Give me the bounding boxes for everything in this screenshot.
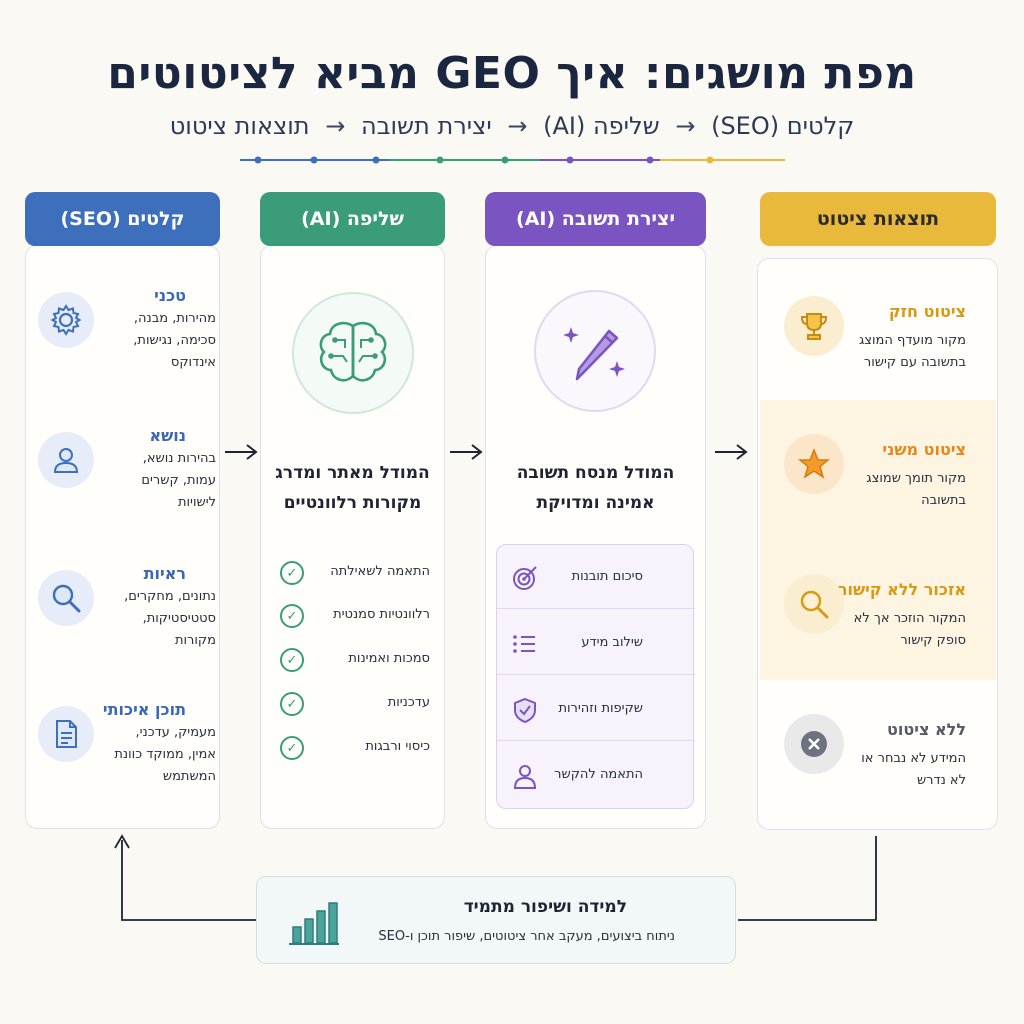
check-label: התאמה לשאילתה <box>330 564 430 579</box>
result-title: ציטוט משני <box>882 440 966 459</box>
generation-items-panel: סיכום תובנות שילוב מידע שקיפות וזהירות ה… <box>496 544 695 809</box>
subtitle-arrow-3: → <box>325 112 346 140</box>
input-item-topic: נושא בהירות נושא, עמות, קשרים לישויות <box>36 426 216 552</box>
star-icon <box>784 434 844 494</box>
check-icon: ✓ <box>280 736 304 760</box>
generation-main-text: המודל מנסח תשובה אמינה ומדויקת <box>487 458 704 518</box>
bar-chart-icon <box>289 902 339 945</box>
result-desc: מקור מועדף המוצג בתשובה עם קישור <box>858 333 966 370</box>
generation-item-label: סיכום תובנות <box>571 569 643 584</box>
generation-item: שילוב מידע <box>497 611 695 675</box>
retrieval-main-text: המודל מאתר ומדרג מקורות רלוונטיים <box>262 458 443 518</box>
check-icon: ✓ <box>280 648 304 672</box>
document-icon <box>38 706 94 762</box>
generation-column-header: יצירת תשובה (AI) <box>485 192 706 246</box>
person-icon <box>38 432 94 488</box>
brain-icon <box>292 292 414 414</box>
check-label: רלוונטיות סמנטית <box>333 607 430 622</box>
subtitle-flow: קלטים (SEO) → שליפה (AI) → יצירת תשובה →… <box>0 112 1024 140</box>
magic-pen-icon <box>534 290 656 412</box>
generation-main-text-line-1: המודל מנסח תשובה <box>516 463 675 483</box>
feedback-desc: ניתוח ביצועים, מעקב אחר ציטוטים, שיפור ת… <box>378 929 675 944</box>
inputs-column-header: קלטים (SEO) <box>25 192 220 246</box>
input-item-desc: מהירות, מבנה, סכימה, נגישות, אינדוקס <box>133 311 216 370</box>
result-mention-no-link: אזכור ללא קישור המקור הוזכר אך לא סופק ק… <box>760 540 996 680</box>
target-icon <box>513 566 537 590</box>
page-title: מפת מושגים: איך GEO מביא לציטוטים <box>107 48 917 99</box>
check-icon: ✓ <box>280 604 304 628</box>
result-title: אזכור ללא קישור <box>837 580 966 599</box>
gear-icon <box>38 292 94 348</box>
result-strong-citation: ציטוט חזק מקור מועדף המוצג בתשובה עם קיש… <box>760 262 996 402</box>
retrieval-check-item: ✓ כיסוי ורבגות <box>280 736 430 762</box>
retrieval-check-item: ✓ סמכות ואמינות <box>280 648 430 674</box>
result-no-citation: ללא ציטוט המידע לא נבחר או לא נדרש <box>760 680 996 820</box>
decorative-divider <box>240 156 785 164</box>
generation-item-label: שילוב מידע <box>581 635 643 650</box>
input-item-desc: בהירות נושא, עמות, קשרים לישויות <box>141 451 216 510</box>
subtitle-part-results: תוצאות ציטוט <box>169 112 310 140</box>
user-icon <box>513 765 537 789</box>
result-secondary-citation: ציטוט משני מקור תומך שמוצג בתשובה <box>760 400 996 540</box>
input-item-title: ראיות <box>143 564 186 583</box>
input-item-title: נושא <box>149 426 186 445</box>
check-icon: ✓ <box>280 561 304 585</box>
retrieval-column-header: שליפה (AI) <box>260 192 445 246</box>
input-item-quality-content: תוכן איכותי מעמיק, עדכני, אמין, ממוקד כו… <box>36 700 216 826</box>
input-item-desc: נתונים, מחקרים, סטטיסטיקות, מקורות <box>124 589 216 648</box>
input-item-title: תוכן איכותי <box>102 700 186 719</box>
result-desc: המידע לא נבחר או לא נדרש <box>861 751 966 788</box>
results-column-header: תוצאות ציטוט <box>760 192 996 246</box>
retrieval-main-text-line-1: המודל מאתר ומדרג <box>275 463 430 483</box>
magnifier-icon <box>784 574 844 634</box>
generation-item: התאמה להקשר <box>497 743 695 807</box>
feedback-title: למידה ושיפור מתמיד <box>463 897 627 917</box>
subtitle-arrow-2: → <box>507 112 528 140</box>
flow-arrow-2 <box>450 444 483 460</box>
generation-main-text-line-2: אמינה ומדויקת <box>536 493 655 513</box>
result-title: ללא ציטוט <box>887 720 966 739</box>
subtitle-part-retrieval: שליפה (AI) <box>543 112 660 140</box>
flow-arrow-3 <box>715 444 748 460</box>
generation-item-label: התאמה להקשר <box>554 767 643 782</box>
input-item-title: טכני <box>154 286 186 305</box>
check-icon: ✓ <box>280 692 304 716</box>
generation-item-label: שקיפות וזהירות <box>558 701 643 716</box>
list-icon <box>513 635 535 653</box>
retrieval-main-text-line-2: מקורות רלוונטיים <box>283 493 422 513</box>
retrieval-check-item: ✓ התאמה לשאילתה <box>280 561 430 587</box>
result-desc: מקור תומך שמוצג בתשובה <box>866 471 966 508</box>
input-item-evidence: ראיות נתונים, מחקרים, סטטיסטיקות, מקורות <box>36 564 216 690</box>
shield-icon <box>514 697 536 723</box>
retrieval-check-item: ✓ רלוונטיות סמנטית <box>280 604 430 630</box>
trophy-icon <box>784 296 844 356</box>
flow-arrow-1 <box>225 444 258 460</box>
result-title: ציטוט חזק <box>888 302 966 321</box>
check-label: כיסוי ורבגות <box>365 739 430 754</box>
result-desc: המקור הוזכר אך לא סופק קישור <box>853 611 966 648</box>
subtitle-part-generation: יצירת תשובה <box>360 112 492 140</box>
x-icon <box>784 714 844 774</box>
subtitle-arrow-1: → <box>675 112 696 140</box>
input-item-technical: טכני מהירות, מבנה, סכימה, נגישות, אינדוק… <box>36 286 216 412</box>
input-item-desc: מעמיק, עדכני, אמין, ממוקד כוונת המשתמש <box>114 725 216 784</box>
generation-item: סיכום תובנות <box>497 545 695 609</box>
retrieval-check-item: ✓ עדכניות <box>280 692 430 718</box>
magnifier-icon <box>38 570 94 626</box>
generation-item: שקיפות וזהירות <box>497 677 695 741</box>
subtitle-part-inputs: קלטים (SEO) <box>711 112 855 140</box>
check-label: עדכניות <box>387 695 430 710</box>
feedback-box: למידה ושיפור מתמיד ניתוח ביצועים, מעקב א… <box>256 876 736 964</box>
check-label: סמכות ואמינות <box>348 651 430 666</box>
